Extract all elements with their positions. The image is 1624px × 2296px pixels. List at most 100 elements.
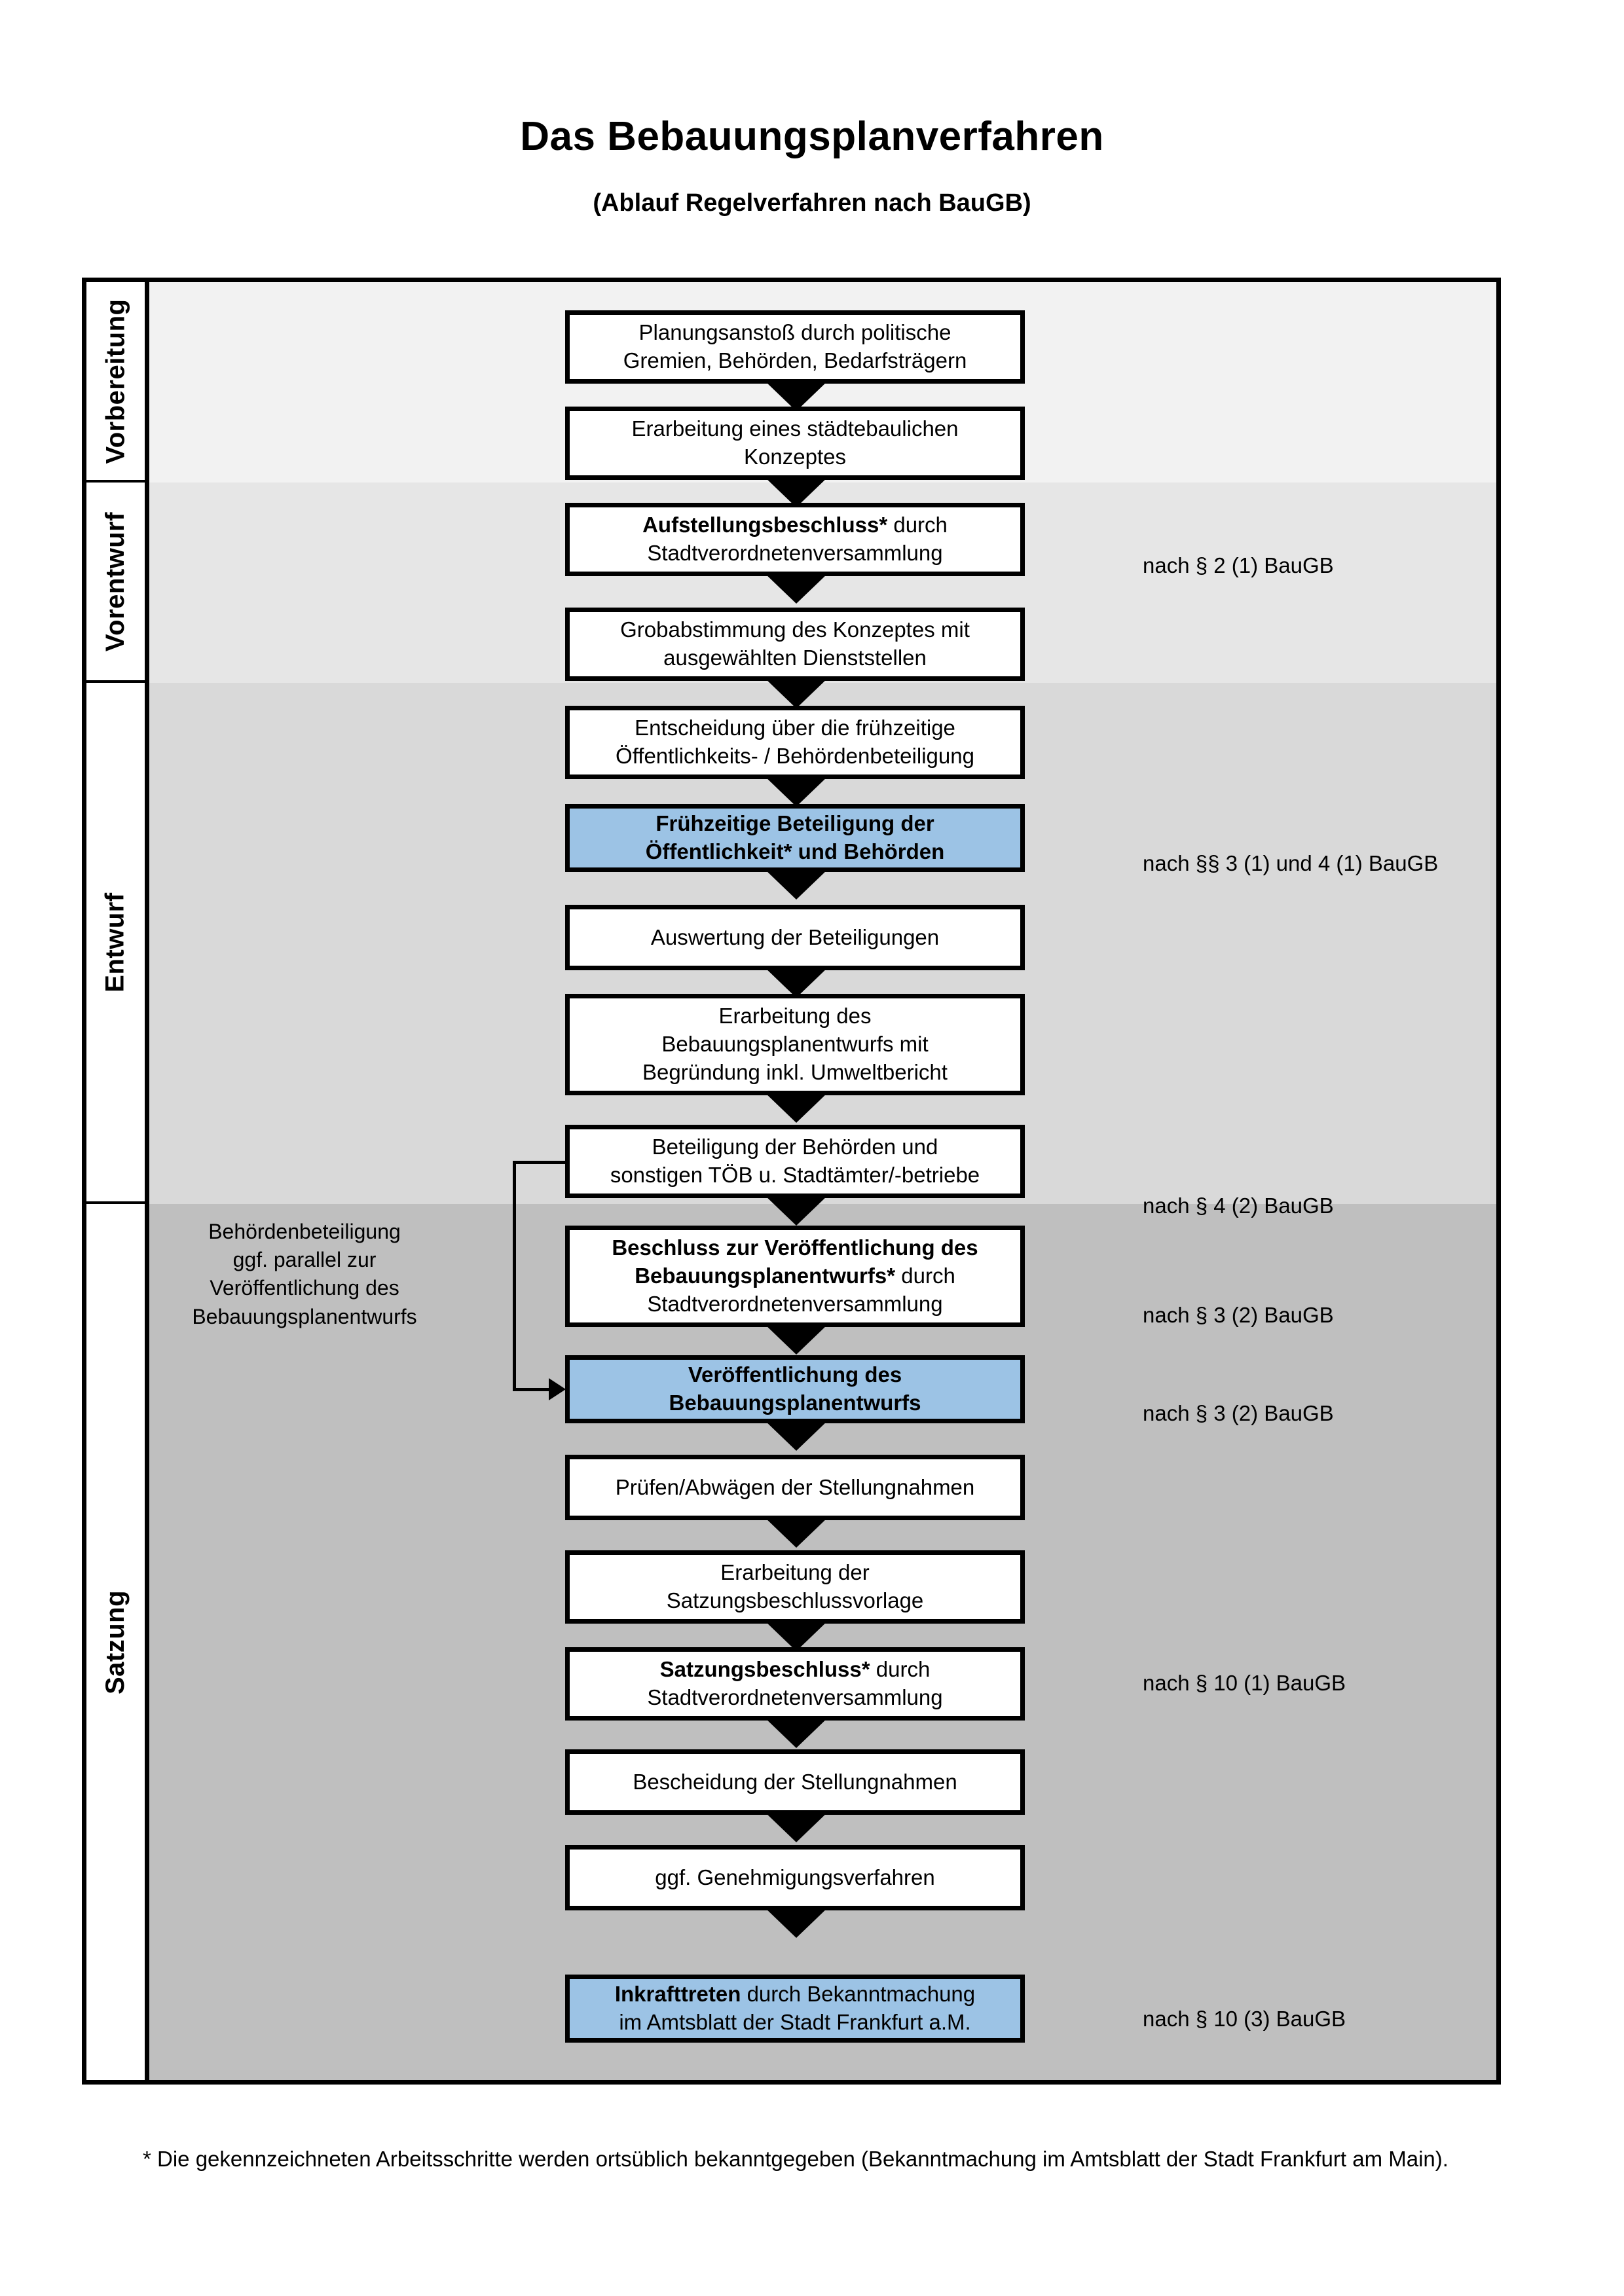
process-box-entscheidung-fruehzeitige-beteiligung[interactable]: Entscheidung über die frühzeitige Öffent… <box>565 706 1025 779</box>
step-line-2: Öffentlichkeits- / Behördenbeteiligung <box>616 744 974 768</box>
step-line-1-rest: durch Bekanntmachung <box>741 1982 976 2007</box>
legal-ref-par10-1: nach § 10 (1) BauGB <box>1143 1671 1346 1695</box>
step-line-1: Beschluss zur Veröffentlichung des <box>576 1234 1014 1262</box>
process-box-inkrafttreten[interactable]: Inkrafttreten durch Bekanntmachung im Am… <box>565 1975 1025 2043</box>
step-line-2-bold: Bebauungsplanentwurfs* <box>635 1264 896 1288</box>
step-line-1: ggf. Genehmigungsverfahren <box>655 1865 935 1889</box>
legal-ref-par3-2-b: nach § 3 (2) BauGB <box>1143 1401 1334 1425</box>
phase-cell-vorentwurf: Vorentwurf <box>86 483 145 683</box>
arrow-down-icon-8 <box>764 1091 829 1123</box>
side-note-behoerdenbeteiligung: Behördenbeteiligung ggf. parallel zur Ve… <box>164 1218 445 1331</box>
arrow-down-icon-12 <box>764 1516 829 1548</box>
footnote-text: * Die gekennzeichneten Arbeitsschritte w… <box>143 2147 1449 2171</box>
process-box-fruehzeitige-beteiligung[interactable]: Frühzeitige Beteiligung der Öffentlichke… <box>565 804 1025 872</box>
step-line-1-bold: Aufstellungsbeschluss* <box>642 513 888 538</box>
header-block: Das Bebauungsplanverfahren (Ablauf Regel… <box>0 114 1624 217</box>
step-line-1: Bescheidung der Stellungnahmen <box>633 1769 957 1794</box>
process-box-beschluss-veroeffentlichung[interactable]: Beschluss zur Veröffentlichung des Bebau… <box>565 1226 1025 1327</box>
legal-ref-par3-1-4-1: nach §§ 3 (1) und 4 (1) BauGB <box>1143 851 1439 875</box>
step-line-1-bold: Inkrafttreten <box>614 1982 741 2007</box>
phase-label-satzung: Satzung <box>101 1590 130 1694</box>
arrow-down-icon-7 <box>764 966 829 998</box>
step-line-2: Bebauungsplanentwurfs* durch <box>576 1262 1014 1290</box>
step-line-2: Konzeptes <box>744 445 846 469</box>
arrow-down-icon-14 <box>764 1717 829 1748</box>
step-line-2-rest: durch <box>895 1264 955 1288</box>
side-note-line-1: Behördenbeteiligung <box>208 1220 401 1243</box>
step-line-1: Beteiligung der Behörden und <box>652 1135 938 1159</box>
process-box-grobabstimmung[interactable]: Grobabstimmung des Konzeptes mit ausgewä… <box>565 608 1025 681</box>
process-box-satzungsbeschluss[interactable]: Satzungsbeschluss* durch Stadtverordnete… <box>565 1647 1025 1721</box>
step-line-1: Veröffentlichung des <box>688 1362 902 1387</box>
arrow-down-icon-11 <box>764 1419 829 1451</box>
side-note-line-4: Bebauungsplanentwurfs <box>192 1304 417 1328</box>
process-box-erarbeitung-satzungsbeschlussvorlage[interactable]: Erarbeitung der Satzungsbeschlussvorlage <box>565 1550 1025 1624</box>
bracket-vertical-segment <box>513 1161 516 1390</box>
phase-label-column: Vorbereitung Vorentwurf Entwurf Satzung <box>86 282 149 2080</box>
process-box-bescheidung-stellungnahmen[interactable]: Bescheidung der Stellungnahmen <box>565 1749 1025 1815</box>
step-line-2: Bebauungsplanentwurfs mit <box>661 1032 929 1057</box>
process-box-pruefen-abwaegen[interactable]: Prüfen/Abwägen der Stellungnahmen <box>565 1455 1025 1520</box>
arrow-down-icon-13 <box>764 1620 829 1651</box>
process-box-beteiligung-behoerden-toeb[interactable]: Beteiligung der Behörden und sonstigen T… <box>565 1125 1025 1198</box>
side-note-line-2: ggf. parallel zur <box>232 1248 377 1272</box>
arrow-down-icon-6 <box>764 868 829 900</box>
step-line-1: Erarbeitung des <box>718 1004 872 1029</box>
legal-ref-par2-1: nach § 2 (1) BauGB <box>1143 553 1334 577</box>
step-line-1: Frühzeitige Beteiligung der <box>655 811 934 836</box>
process-box-ggf-genehmigungsverfahren[interactable]: ggf. Genehmigungsverfahren <box>565 1845 1025 1910</box>
phase-label-entwurf: Entwurf <box>101 892 130 993</box>
phase-cell-entwurf: Entwurf <box>86 683 145 1204</box>
step-line-2: Bebauungsplanentwurfs <box>669 1391 921 1415</box>
step-line-1-rest: durch <box>887 513 948 538</box>
process-box-auswertung-beteiligungen[interactable]: Auswertung der Beteiligungen <box>565 905 1025 970</box>
step-line-2: Öffentlichkeit* und Behörden <box>645 839 945 864</box>
legal-ref-par10-3: nach § 10 (3) BauGB <box>1143 2007 1346 2031</box>
page-subtitle: (Ablauf Regelverfahren nach BauGB) <box>593 189 1031 217</box>
step-line-1: Prüfen/Abwägen der Stellungnahmen <box>615 1474 975 1499</box>
step-line-1: Aufstellungsbeschluss* durch <box>576 511 1014 539</box>
step-line-2: Stadtverordnetenversammlung <box>647 1685 943 1709</box>
arrow-down-icon-9 <box>764 1194 829 1226</box>
step-line-1-bold: Satzungsbeschluss* <box>659 1657 870 1682</box>
arrow-right-icon <box>549 1378 566 1400</box>
arrow-down-icon-1 <box>764 380 829 411</box>
step-line-2: Stadtverordnetenversammlung <box>647 541 943 565</box>
step-line-1: Erarbeitung der <box>720 1560 870 1585</box>
arrow-down-icon-4 <box>764 677 829 708</box>
step-line-3: Begründung inkl. Umweltbericht <box>642 1059 948 1084</box>
process-box-staedtebauliches-konzept[interactable]: Erarbeitung eines städtebaulichen Konzep… <box>565 407 1025 480</box>
page-title: Das Bebauungsplanverfahren <box>520 114 1104 159</box>
phase-label-vorentwurf: Vorentwurf <box>101 511 130 651</box>
bracket-top-segment <box>513 1161 566 1164</box>
phase-cell-satzung: Satzung <box>86 1204 145 2080</box>
process-box-planungsanstoss[interactable]: Planungsanstoß durch politische Gremien,… <box>565 310 1025 384</box>
step-line-3: Stadtverordnetenversammlung <box>647 1291 943 1316</box>
arrow-down-icon-3 <box>764 572 829 604</box>
process-box-erarbeitung-bebauungsplanentwurf[interactable]: Erarbeitung des Bebauungsplanentwurfs mi… <box>565 994 1025 1095</box>
step-line-1-bold: Beschluss zur Veröffentlichung des <box>612 1235 978 1260</box>
bracket-bottom-segment <box>513 1388 549 1391</box>
step-line-1: Grobabstimmung des Konzeptes mit <box>620 617 970 642</box>
step-line-1: Entscheidung über die frühzeitige <box>635 716 955 740</box>
step-line-1: Inkrafttreten durch Bekanntmachung <box>576 1980 1014 2009</box>
step-line-2: ausgewählten Dienststellen <box>663 646 927 670</box>
arrow-down-icon-5 <box>764 775 829 807</box>
phase-label-vorbereitung: Vorbereitung <box>101 299 130 464</box>
step-line-1: Erarbeitung eines städtebaulichen <box>631 416 959 441</box>
arrow-down-icon-16 <box>764 1906 829 1938</box>
step-line-2: Gremien, Behörden, Bedarfsträgern <box>623 348 967 373</box>
arrow-down-icon-2 <box>764 476 829 507</box>
legal-ref-par4-2: nach § 4 (2) BauGB <box>1143 1194 1334 1218</box>
arrow-down-icon-10 <box>764 1323 829 1355</box>
step-line-2: sonstigen TÖB u. Stadtämter/-betriebe <box>610 1163 980 1187</box>
arrow-down-icon-15 <box>764 1811 829 1842</box>
step-line-1-rest: durch <box>870 1657 931 1682</box>
flowchart-frame: Vorbereitung Vorentwurf Entwurf Satzung <box>82 278 1501 2085</box>
process-box-veroeffentlichung-bebauungsplanentwurf[interactable]: Veröffentlichung des Bebauungsplanentwur… <box>565 1355 1025 1423</box>
process-box-aufstellungsbeschluss[interactable]: Aufstellungsbeschluss* durch Stadtverord… <box>565 503 1025 576</box>
legal-ref-par3-2-a: nach § 3 (2) BauGB <box>1143 1303 1334 1327</box>
step-line-1: Auswertung der Beteiligungen <box>650 924 940 949</box>
phase-cell-vorbereitung: Vorbereitung <box>86 282 145 483</box>
step-line-1: Satzungsbeschluss* durch <box>576 1656 1014 1684</box>
